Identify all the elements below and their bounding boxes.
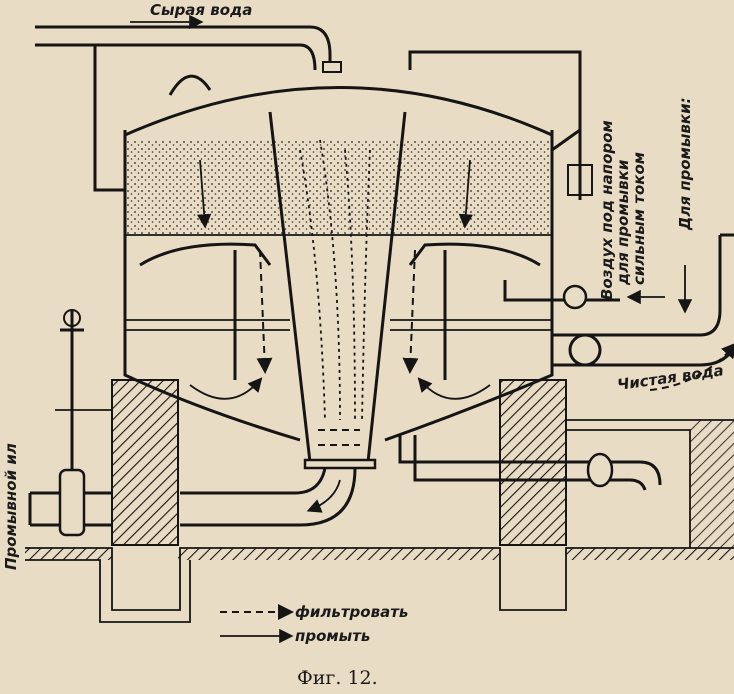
label-raw-water: Сырая вода — [150, 1, 252, 19]
foundation — [25, 379, 734, 623]
svg-text:Воздух под напором: Воздух под напором — [598, 120, 616, 300]
legend: фильтровать промыть — [220, 603, 408, 645]
raw-water-pipe — [35, 14, 342, 192]
label-air-pressure: Воздух под напором для промывки сильным … — [598, 120, 648, 300]
drain-pipes — [28, 309, 662, 537]
svg-text:сильным током: сильным током — [630, 152, 648, 285]
filter-tank — [123, 74, 554, 470]
svg-text:для промывки: для промывки — [614, 159, 632, 286]
figure-caption: Фиг. 12. — [297, 667, 378, 689]
air-pipe — [408, 50, 665, 310]
label-for-washing: Для промывки: — [676, 97, 694, 231]
legend-wash-label: промыть — [295, 627, 370, 645]
clean-water-pipe — [552, 233, 734, 391]
legend-filter-label: фильтровать — [295, 603, 408, 621]
label-washed-sludge: Промывной ил — [2, 443, 20, 570]
